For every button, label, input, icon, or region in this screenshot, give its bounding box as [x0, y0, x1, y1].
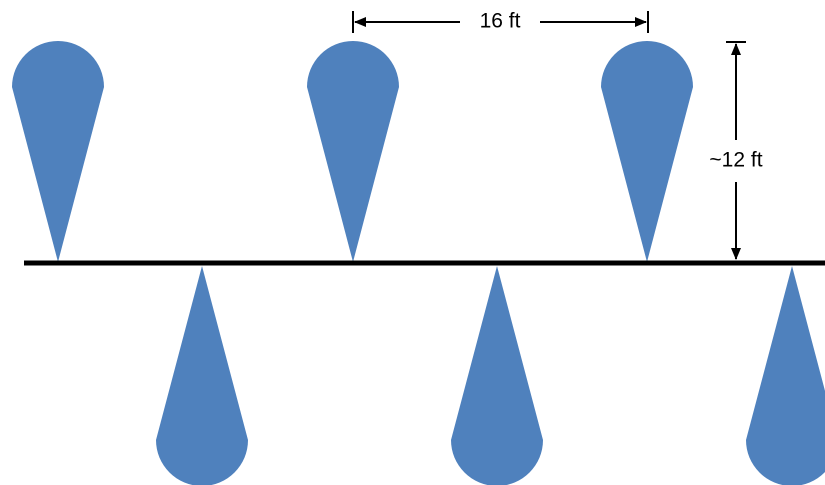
height-label: ~12 ft: [709, 149, 762, 172]
teardrop-shape-lower-3: [746, 266, 825, 485]
lower-shapes: [156, 266, 825, 485]
teardrop-shape-upper-1: [12, 41, 104, 262]
spacing-label: 16 ft: [480, 10, 521, 33]
spacing-dimension: 16 ft: [352, 10, 649, 33]
teardrop-shape-lower-2: [451, 266, 543, 485]
upper-shapes: [12, 41, 693, 262]
height-dimension: ~12 ft: [709, 41, 763, 260]
teardrop-shape-upper-2: [307, 41, 399, 262]
teardrop-shape-upper-3: [601, 41, 693, 262]
teardrop-shape-lower-1: [156, 266, 248, 485]
